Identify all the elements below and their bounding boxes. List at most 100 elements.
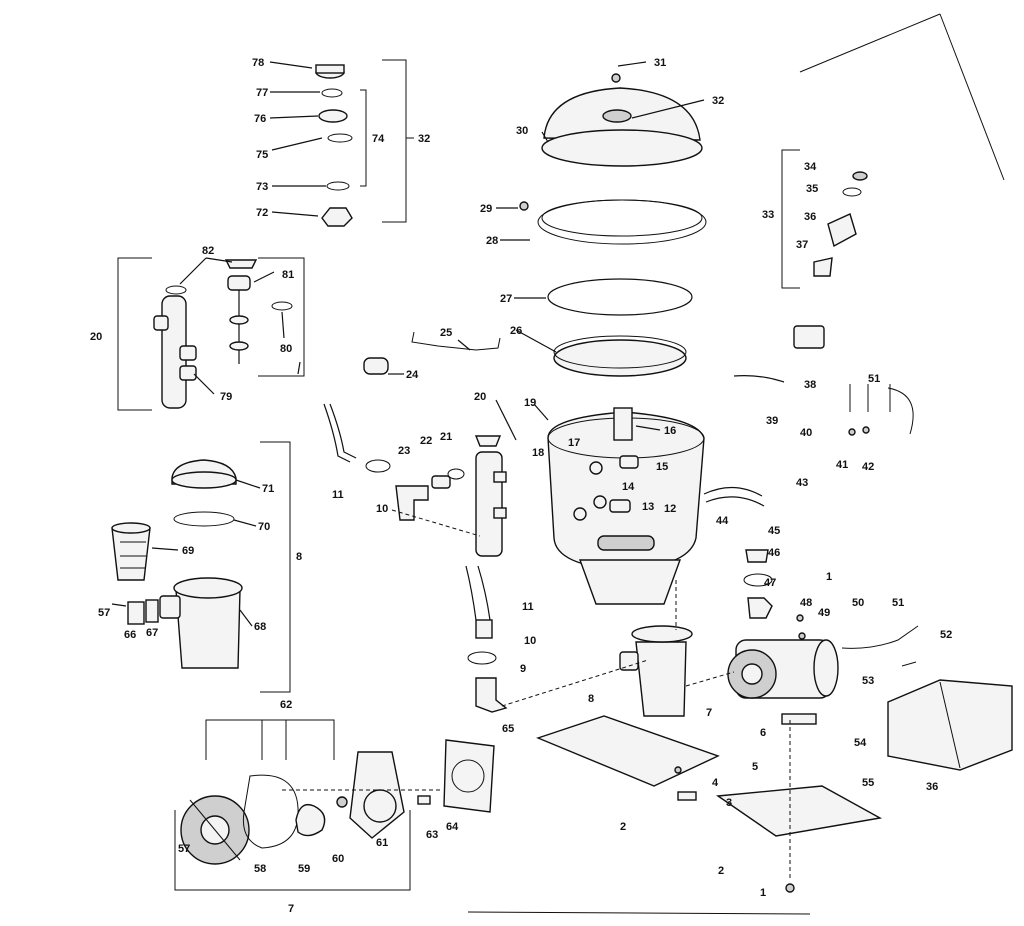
callout-1-bottom: 1 [760, 887, 766, 899]
callout-52: 52 [940, 629, 952, 641]
callout-37: 37 [796, 239, 808, 251]
callout-38: 38 [804, 379, 816, 391]
callout-29: 29 [480, 203, 492, 215]
callout-36: 36 [804, 211, 816, 223]
callout-68: 68 [254, 621, 266, 633]
callout-81: 81 [282, 269, 294, 281]
callout-43: 43 [796, 477, 808, 489]
callout-42: 42 [862, 461, 874, 473]
callout-11-upper: 11 [332, 489, 344, 501]
callout-70: 70 [258, 521, 270, 533]
callout-69: 69 [182, 545, 194, 557]
callout-5: 5 [752, 761, 758, 773]
callout-10-lower: 10 [524, 635, 536, 647]
callout-45: 45 [768, 525, 780, 537]
callout-22: 22 [420, 435, 432, 447]
callout-73: 73 [256, 181, 268, 193]
callout-71: 71 [262, 483, 274, 495]
callout-6: 6 [760, 727, 766, 739]
callout-79: 79 [220, 391, 232, 403]
callout-labels: 78 77 76 75 74 73 72 32 82 81 80 79 20 7… [90, 57, 952, 915]
callout-21: 21 [440, 431, 452, 443]
callout-18: 18 [532, 447, 544, 459]
callout-14: 14 [622, 481, 635, 493]
callout-4: 4 [712, 777, 719, 789]
callout-20: 20 [474, 391, 486, 403]
callout-54: 54 [854, 737, 867, 749]
callout-13: 13 [642, 501, 654, 513]
callout-28: 28 [486, 235, 498, 247]
callout-25: 25 [440, 327, 452, 339]
callout-36-lower: 36 [926, 781, 938, 793]
callout-24: 24 [406, 369, 419, 381]
callout-63: 63 [426, 829, 438, 841]
callout-2-left: 2 [620, 821, 626, 833]
callout-80: 80 [280, 343, 292, 355]
callout-35: 35 [806, 183, 818, 195]
callout-67: 67 [146, 627, 158, 639]
multiport-valve-assembly [117, 257, 305, 411]
callout-46: 46 [768, 547, 780, 559]
filter-tank-body [547, 407, 705, 605]
callout-39: 39 [766, 415, 778, 427]
callout-3: 3 [726, 797, 732, 809]
callout-62: 62 [280, 699, 292, 711]
callout-51-upper: 51 [868, 373, 880, 385]
callout-53: 53 [862, 675, 874, 687]
callout-60: 60 [332, 853, 344, 865]
callout-61: 61 [376, 837, 388, 849]
callout-27: 27 [500, 293, 512, 305]
callout-31: 31 [654, 57, 666, 69]
callout-44: 44 [716, 515, 729, 527]
callout-50: 50 [852, 597, 864, 609]
callout-7: 7 [706, 707, 712, 719]
callout-8-bracket: 8 [296, 551, 302, 563]
callout-1-right: 1 [826, 571, 832, 583]
callout-72: 72 [256, 207, 268, 219]
callout-9: 9 [520, 663, 526, 675]
callout-10-upper: 10 [376, 503, 388, 515]
callout-19: 19 [524, 397, 536, 409]
callout-47: 47 [764, 577, 776, 589]
callout-30: 30 [516, 125, 528, 137]
callout-77: 77 [256, 87, 268, 99]
callout-33: 33 [762, 209, 774, 221]
callout-59: 59 [298, 863, 310, 875]
callout-leaders [111, 61, 705, 627]
drain-cap-assembly [315, 59, 414, 227]
callout-26: 26 [510, 325, 522, 337]
strainer-pot-assembly [111, 441, 291, 693]
callout-51-lower: 51 [892, 597, 904, 609]
callout-82: 82 [202, 245, 214, 257]
callout-66: 66 [124, 629, 136, 641]
callout-57-lower: 57 [178, 843, 190, 855]
callout-74: 74 [372, 133, 385, 145]
filter-tank-lid [519, 73, 707, 377]
callout-20-bracket: 20 [90, 331, 102, 343]
callout-11-lower: 11 [522, 601, 534, 613]
callout-40: 40 [800, 427, 812, 439]
callout-7-bracket: 7 [288, 903, 294, 915]
callout-65: 65 [502, 723, 514, 735]
callout-12: 12 [664, 503, 676, 515]
callout-32: 32 [712, 95, 724, 107]
callout-76: 76 [254, 113, 266, 125]
callout-32-bracket: 32 [418, 133, 430, 145]
callout-58: 58 [254, 863, 266, 875]
callout-41: 41 [836, 459, 848, 471]
pump-motor-base [282, 486, 1013, 893]
callout-57-upper: 57 [98, 607, 110, 619]
callout-8: 8 [588, 693, 594, 705]
callout-49: 49 [818, 607, 830, 619]
callout-15: 15 [656, 461, 668, 473]
callout-75: 75 [256, 149, 268, 161]
pump-internals-assembly [174, 719, 495, 891]
callout-64: 64 [446, 821, 459, 833]
callout-78: 78 [252, 57, 264, 69]
callout-16: 16 [664, 425, 676, 437]
callout-2-right: 2 [718, 865, 724, 877]
callout-17: 17 [568, 437, 580, 449]
callout-48: 48 [800, 597, 812, 609]
callout-34: 34 [804, 161, 817, 173]
